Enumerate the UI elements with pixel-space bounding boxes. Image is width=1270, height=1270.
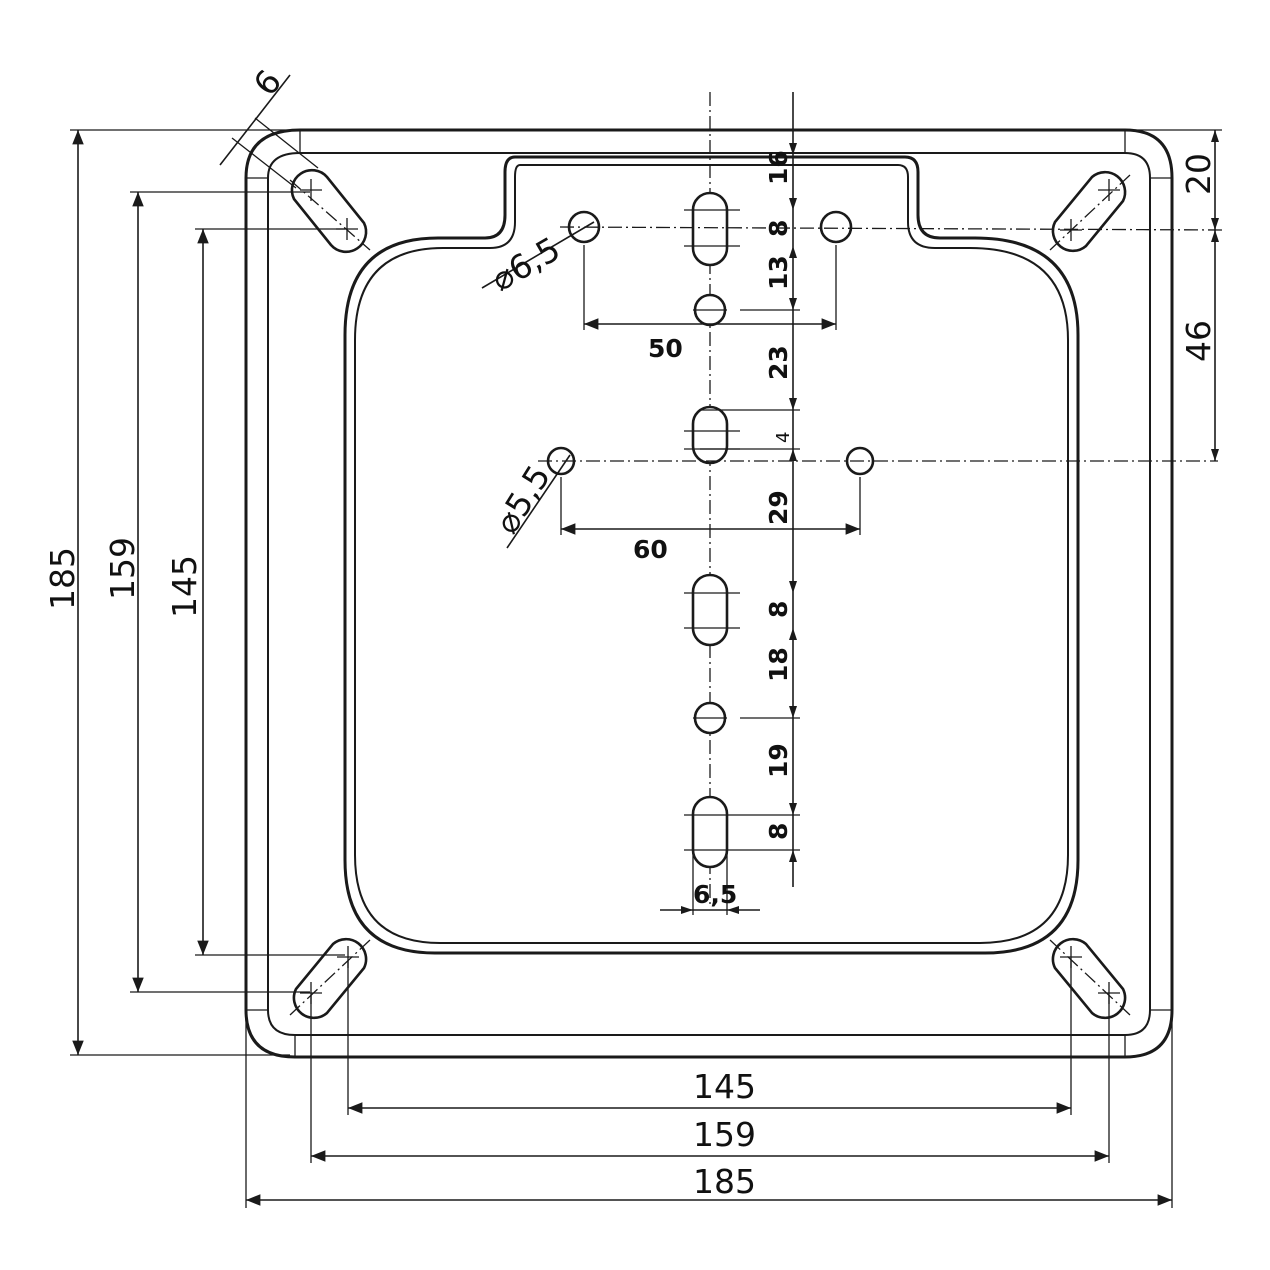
slot-centerline [289,179,371,251]
ext-line-6-b [254,117,319,169]
hole-diameter-6-5-label: ⌀6,5 [485,229,567,299]
chain-dim-8b: 8 [764,601,793,618]
hole-row-centerline [559,226,1223,231]
corner-slots [289,168,1131,1020]
hole-diameter-5-5-label: ⌀5,5 [487,458,558,540]
slot-width-label: 6,5 [693,880,737,909]
dim-185-vertical-label: 185 [43,547,82,610]
corner-slot-top-right [1049,170,1131,253]
dim-46-label: 46 [1179,320,1218,362]
chain-dim-8c: 8 [764,823,793,840]
bottom-horizontal-dims: 145 159 185 [245,960,1173,1208]
vertical-chain-dims: 16 8 13 23 4 29 8 18 19 8 [700,92,800,887]
dim-159-horizontal-label: 159 [693,1115,756,1154]
chain-dim-18: 18 [764,647,793,682]
chain-dim-29: 29 [764,490,793,525]
dim-159-vertical-label: 159 [103,537,142,600]
slot-width-dim: 6,5 [660,850,760,915]
slot-bottom-left [292,937,368,1020]
chain-ext-lines [700,309,800,851]
dim-185-horizontal-label: 185 [693,1162,756,1201]
slot-centerline [1049,174,1131,251]
holes-6-5-pair: 50 ⌀6,5 [481,210,1223,363]
slot-top-right [1051,170,1127,253]
slot-centerline [289,939,371,1016]
corner-slot-bottom-left [289,937,371,1020]
slot-width-arrows [681,906,739,914]
center-slot-3 [691,573,729,647]
dim-50-label: 50 [648,334,683,363]
center-slot-2 [691,405,729,465]
corner-slot-top-left [289,168,371,254]
ext-line-6-a [231,137,297,189]
left-vertical-dims: 185 159 145 [43,129,345,1056]
chain-dim-23: 23 [764,345,793,380]
leader-6-5 [481,221,595,289]
slot-bottom-right [1051,937,1127,1020]
slot-top-left [290,168,368,254]
dim-145-vertical-label: 145 [165,555,204,618]
center-slot-1 [691,191,729,267]
chain-dim-13: 13 [764,255,793,290]
right-side-dims: 20 46 [1135,129,1222,461]
chain-dim-16: 16 [764,150,793,185]
central-cutout-edge [343,155,1080,955]
dim-145-horizontal-label: 145 [693,1067,756,1106]
dim-line-6 [219,74,291,166]
corner-relief-lines [246,130,1172,1057]
chain-dim-4: 4 [773,432,794,443]
center-column [684,92,740,905]
central-cutout-inner-edge [354,164,1069,944]
slot-centerline [1049,939,1131,1016]
hole-right-6-5 [819,210,853,244]
dim-6-label: 6 [246,62,290,103]
chain-dim-8a: 8 [764,220,793,237]
dim-60-label: 60 [633,535,668,564]
plate-outline [244,128,1174,1059]
center-slot-4 [691,795,729,869]
chain-dim-19: 19 [764,743,793,778]
leader-5-5 [506,454,571,549]
dim-20-label: 20 [1179,153,1218,195]
corner-slot-bottom-right [1049,937,1131,1020]
holes-5-5-pair: 60 ⌀5,5 [487,446,1218,564]
